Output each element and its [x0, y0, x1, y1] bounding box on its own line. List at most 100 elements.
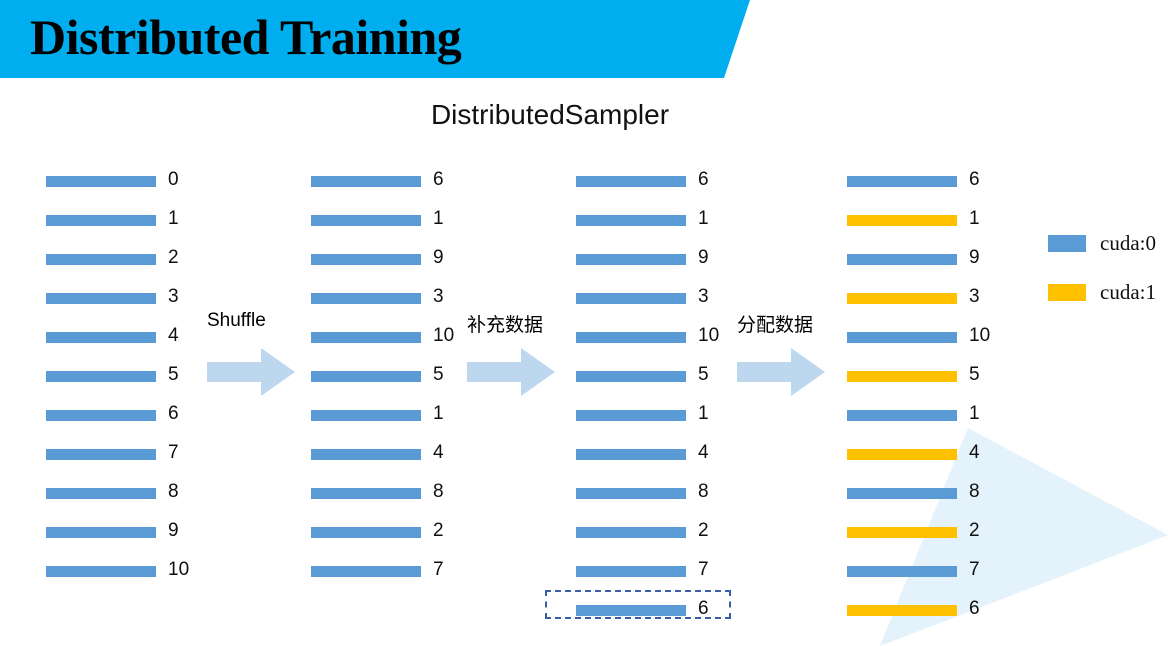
data-row-label: 8 [168, 481, 179, 502]
data-bar [46, 371, 156, 382]
data-bar [576, 254, 686, 265]
data-bar [311, 527, 421, 538]
data-row-label: 2 [433, 520, 444, 541]
data-row-label: 9 [433, 247, 444, 268]
data-row-label: 1 [969, 403, 980, 424]
data-bar [311, 371, 421, 382]
legend-label: cuda:1 [1100, 280, 1156, 304]
data-row-label: 10 [168, 559, 190, 580]
arrow-right-icon [207, 348, 295, 396]
data-row-label: 6 [168, 403, 179, 424]
data-row-label: 3 [433, 286, 444, 307]
data-row-label: 4 [698, 442, 709, 463]
data-row-label: 5 [698, 364, 709, 385]
data-row-label: 6 [433, 169, 444, 190]
data-row-label: 10 [433, 325, 455, 346]
data-row-label: 7 [433, 559, 444, 580]
data-row-label: 1 [433, 208, 444, 229]
data-bar [46, 293, 156, 304]
data-bar [311, 332, 421, 343]
diagram-subtitle: DistributedSampler [430, 99, 670, 130]
data-bar [847, 293, 957, 304]
data-row-label: 9 [698, 247, 709, 268]
data-row-label: 1 [168, 208, 179, 229]
data-bar [46, 488, 156, 499]
data-row-label: 7 [969, 559, 980, 580]
page-title: Distributed Training [30, 9, 462, 65]
arrow-right-icon [467, 348, 555, 396]
data-bar [847, 410, 957, 421]
data-row-label: 1 [433, 403, 444, 424]
data-bar [311, 215, 421, 226]
data-bar [46, 176, 156, 187]
data-bar [847, 215, 957, 226]
transition-label: Shuffle [207, 310, 266, 331]
data-row-label: 8 [698, 481, 709, 502]
data-bar [576, 527, 686, 538]
data-bar [576, 332, 686, 343]
data-row-label: 0 [168, 169, 179, 190]
data-bar [311, 293, 421, 304]
data-row-label: 6 [698, 598, 709, 619]
data-bar [311, 254, 421, 265]
data-row-label: 7 [168, 442, 179, 463]
data-bar [46, 254, 156, 265]
data-bar [847, 527, 957, 538]
data-bar [311, 176, 421, 187]
data-bar [46, 449, 156, 460]
data-row-label: 8 [433, 481, 444, 502]
data-bar [576, 449, 686, 460]
data-row-label: 5 [969, 364, 980, 385]
data-row-label: 6 [969, 169, 980, 190]
data-row-label: 5 [433, 364, 444, 385]
data-bar [576, 215, 686, 226]
data-row-label: 8 [969, 481, 980, 502]
data-bar [311, 488, 421, 499]
transition-label: 分配数据 [737, 315, 814, 336]
data-bar [576, 566, 686, 577]
data-bar [576, 371, 686, 382]
data-row-label: 2 [168, 247, 179, 268]
data-row-label: 9 [168, 520, 179, 541]
data-row-label: 4 [969, 442, 980, 463]
data-bar [847, 449, 957, 460]
data-row-label: 5 [168, 364, 179, 385]
transition-label: 补充数据 [467, 315, 544, 336]
data-row-label: 2 [698, 520, 709, 541]
data-row-label: 3 [698, 286, 709, 307]
data-bar [576, 176, 686, 187]
data-row-label: 7 [698, 559, 709, 580]
data-bar [847, 566, 957, 577]
legend-swatch [1048, 284, 1086, 301]
data-bar [46, 566, 156, 577]
data-bar [311, 449, 421, 460]
data-row-label: 6 [698, 169, 709, 190]
data-row-label: 2 [969, 520, 980, 541]
data-bar [46, 332, 156, 343]
data-row-label: 1 [698, 208, 709, 229]
data-row-label: 4 [168, 325, 179, 346]
data-bar [311, 566, 421, 577]
data-row-label: 3 [969, 286, 980, 307]
data-row-label: 10 [698, 325, 720, 346]
data-bar [46, 410, 156, 421]
legend-swatch [1048, 235, 1086, 252]
data-row-label: 4 [433, 442, 444, 463]
header-banner [0, 0, 750, 78]
data-bar [847, 371, 957, 382]
data-bar [46, 215, 156, 226]
data-bar [576, 605, 686, 616]
data-row-label: 6 [969, 598, 980, 619]
data-bar [847, 488, 957, 499]
data-bar [576, 488, 686, 499]
data-row-label: 10 [969, 325, 991, 346]
data-row-label: 3 [168, 286, 179, 307]
data-bar [311, 410, 421, 421]
arrow-right-icon [737, 348, 825, 396]
data-bar [847, 605, 957, 616]
data-bar [847, 332, 957, 343]
legend-label: cuda:0 [1100, 231, 1156, 255]
data-bar [46, 527, 156, 538]
data-bar [847, 254, 957, 265]
